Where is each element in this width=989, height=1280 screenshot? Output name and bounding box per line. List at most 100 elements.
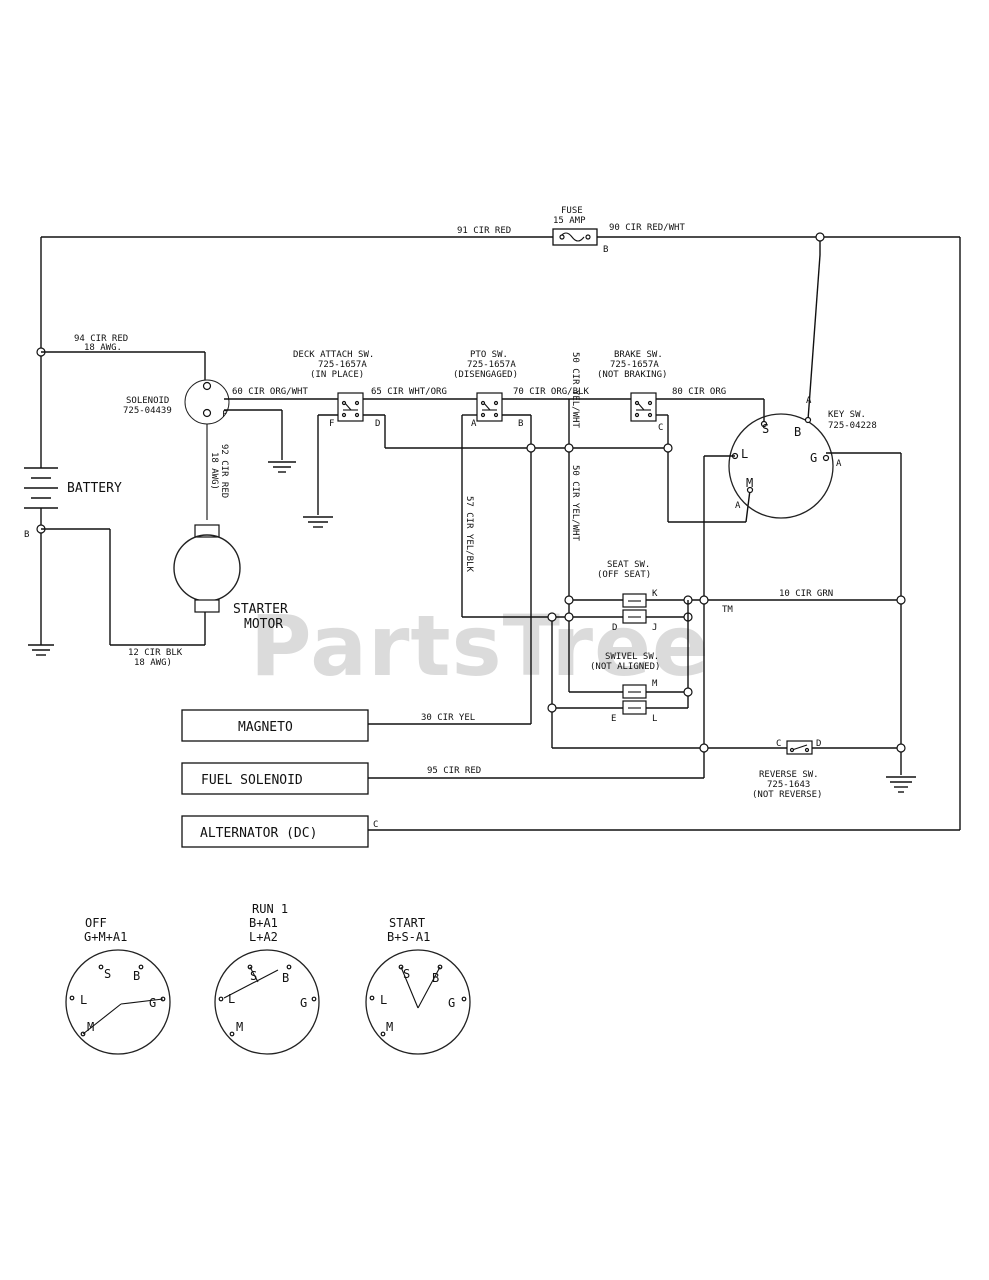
swivel-switch-title: SWIVEL SW. [605, 652, 659, 662]
junction-node [547, 703, 557, 713]
swivel-terminal-l: L [652, 714, 657, 724]
key-switch-part: 725-04228 [828, 421, 877, 431]
wire-label-50-upper: 50 CIR YEL/WHT [570, 352, 580, 428]
position-off-combo: G+M+A1 [84, 930, 127, 944]
dial-off-b: B [133, 969, 140, 983]
dial-start-l: L [380, 993, 387, 1007]
fuse-title: FUSE [561, 206, 583, 216]
position-off-title: OFF [85, 916, 107, 930]
alternator-box [181, 815, 369, 848]
key-dial-run [214, 949, 320, 1055]
position-run-combo2: L+A2 [249, 930, 278, 944]
position-start-title: START [389, 916, 425, 930]
dial-off-l: L [80, 993, 87, 1007]
dial-start-b: B [432, 971, 439, 985]
fuse-terminal-label: B [603, 245, 608, 255]
junction-node [564, 612, 574, 622]
battery [24, 467, 58, 645]
swivel-terminal-e: E [611, 714, 616, 724]
key-terminal-l: L [741, 447, 748, 461]
wire-label-30: 30 CIR YEL [421, 713, 475, 723]
dial-run-l: L [228, 992, 235, 1006]
seat-switch-state: (OFF SEAT) [597, 570, 651, 580]
pto-switch-part: 725-1657A [467, 360, 516, 370]
swivel-switch [622, 684, 647, 715]
dial-start-s: S [403, 967, 410, 981]
wire-label-91: 91 CIR RED [457, 226, 511, 236]
alternator-terminal-c: C [373, 820, 378, 830]
top-bus-wire [40, 236, 961, 831]
pto-switch [476, 392, 503, 422]
junction-node [896, 743, 906, 753]
ground-symbol [886, 776, 916, 793]
reverse-terminal-c: C [776, 739, 781, 749]
key-terminal-a3: A [735, 501, 741, 511]
magneto-label: MAGNETO [238, 720, 293, 735]
reverse-switch [786, 740, 813, 755]
junction-node [699, 743, 709, 753]
fuse [552, 228, 598, 246]
key-switch-title: KEY SW. [828, 410, 866, 420]
position-run-title: RUN 1 [252, 902, 288, 916]
starter-label-line1: STARTER [233, 602, 288, 617]
wire-label-10: 10 CIR GRN [779, 589, 833, 599]
deck-attach-switch [337, 392, 364, 422]
ground-symbol [268, 461, 296, 473]
solenoid-name: SOLENOID [126, 396, 169, 406]
brake-switch-state: (NOT BRAKING) [597, 370, 667, 380]
position-start-combo: B+S-A1 [387, 930, 430, 944]
key-terminal-s: S [762, 422, 769, 436]
brake-switch-terminal-c: C [658, 423, 663, 433]
fuel-solenoid-label: FUEL SOLENOID [201, 773, 303, 788]
deck-switch-title: DECK ATTACH SW. [293, 350, 374, 360]
wire-label-94: 94 CIR RED [74, 334, 128, 344]
ground-symbol [28, 644, 54, 656]
brake-switch [630, 392, 657, 422]
key-dial-off [65, 949, 171, 1055]
magneto-box [181, 709, 369, 742]
seat-terminal-d: D [612, 623, 617, 633]
pto-switch-terminal-a: A [471, 419, 477, 429]
dial-start-g: G [448, 996, 455, 1010]
battery-terminal-label: B [24, 530, 29, 540]
key-switch [728, 413, 834, 519]
fuse-rating: 15 AMP [553, 216, 586, 226]
dial-run-s: S [250, 969, 257, 983]
junction-node [896, 595, 906, 605]
position-run-combo: B+A1 [249, 916, 278, 930]
reverse-switch-state: (NOT REVERSE) [752, 790, 822, 800]
wire-label-80: 80 CIR ORG [672, 387, 726, 397]
dial-run-b: B [282, 971, 289, 985]
junction-node [699, 595, 709, 605]
key-terminal-a2: A [836, 459, 842, 469]
brake-switch-part: 725-1657A [610, 360, 659, 370]
wire-label-65: 65 CIR WHT/ORG [371, 387, 447, 397]
pto-switch-title: PTO SW. [470, 350, 508, 360]
alternator-label: ALTERNATOR (DC) [200, 826, 317, 841]
swivel-switch-state: (NOT ALIGNED) [590, 662, 660, 672]
deck-switch-terminal-d: D [375, 419, 380, 429]
wire-label-12: 12 CIR BLK [128, 648, 183, 658]
key-dial-start [365, 949, 471, 1055]
solenoid-terminal: F [222, 410, 227, 420]
key-terminal-b: B [794, 425, 801, 439]
brake-switch-title: BRAKE SW. [614, 350, 663, 360]
wire-label-57: 57 CIR YEL/BLK [464, 496, 474, 572]
junction-node [547, 612, 557, 622]
ground-symbol [303, 516, 333, 528]
seat-terminal-j: J [652, 623, 657, 633]
key-terminal-g: G [810, 451, 817, 465]
deck-switch-terminal-f: F [329, 419, 334, 429]
dial-off-m: M [87, 1020, 94, 1034]
watermark-trademark: TM [722, 605, 733, 615]
reverse-switch-title: REVERSE SW. [759, 770, 819, 780]
wire-label-70: 70 CIR ORG/BLK [513, 387, 589, 397]
battery-label: BATTERY [67, 481, 122, 496]
junction-node [815, 232, 825, 242]
junction-node [526, 443, 536, 453]
wire-label-95: 95 CIR RED [427, 766, 481, 776]
swivel-terminal-m: M [652, 679, 658, 689]
wire-label-60: 60 CIR ORG/WHT [232, 387, 308, 397]
dial-run-m: M [236, 1020, 243, 1034]
